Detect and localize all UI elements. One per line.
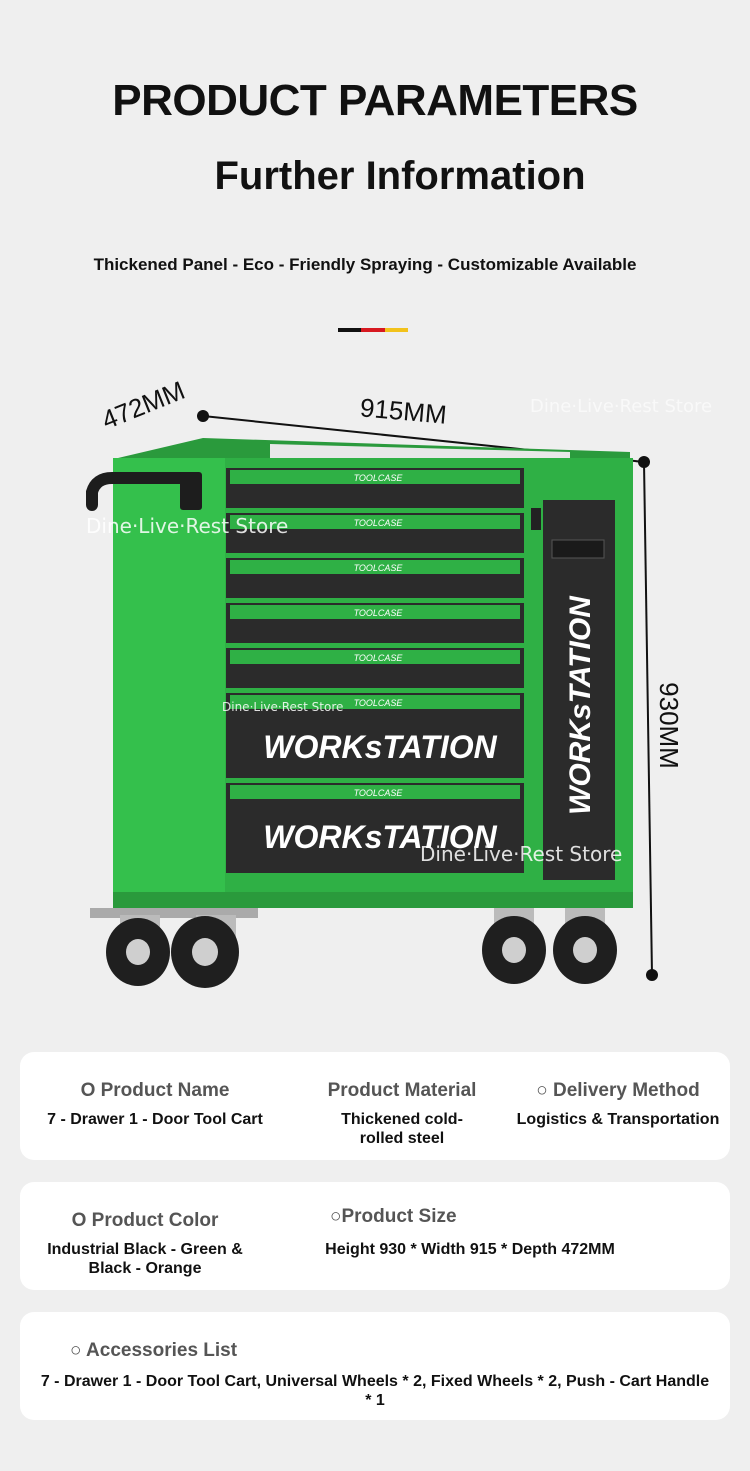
drawer-label: TOOLCASE <box>354 563 404 573</box>
dimension-dot <box>197 410 209 422</box>
flag-stripe-yellow <box>384 328 408 332</box>
drawer: TOOLCASE WORKsTATION <box>226 783 524 873</box>
flag-stripe-black <box>338 328 362 332</box>
drawer-label: TOOLCASE <box>354 608 404 618</box>
page-subtitle: Further Information <box>214 154 586 198</box>
drawer-label: TOOLCASE <box>354 698 404 708</box>
door-brand-text: WORKsTATION <box>564 595 597 815</box>
door-handle <box>551 539 605 559</box>
drawer: TOOLCASE <box>226 513 524 553</box>
spec-product-color: O Product Color Industrial Black - Green… <box>30 1210 260 1278</box>
spec-value: 7 - Drawer 1 - Door Tool Cart <box>47 1111 263 1128</box>
flag-stripe-red <box>361 328 385 332</box>
height-dimension-label: 930MM <box>653 682 684 769</box>
drawer-label: TOOLCASE <box>354 788 404 798</box>
spec-label: ○ Accessories List <box>70 1340 238 1361</box>
spec-card-primary: O Product Name 7 - Drawer 1 - Door Tool … <box>20 1052 730 1160</box>
watermark: Dine·Live·Rest Store <box>86 514 289 538</box>
spec-label: ○ Delivery Method <box>536 1080 700 1101</box>
drawer: TOOLCASE <box>226 648 524 688</box>
spec-value: Industrial Black - Green & Black - Orang… <box>47 1241 243 1277</box>
spec-label: Product Material <box>327 1080 477 1101</box>
spec-delivery-method: ○ Delivery Method Logistics & Transporta… <box>508 1080 728 1129</box>
drawer-brand-text: WORKsTATION <box>263 819 497 855</box>
spec-product-size: ○Product Size Height 930 * Width 915 * D… <box>305 1206 635 1259</box>
watermark: Dine·Live·Rest Store <box>222 700 344 714</box>
spec-value: Height 930 * Width 915 * Depth 472MM <box>325 1241 615 1258</box>
spec-product-material: Product Material Thickened cold-rolled s… <box>312 1080 492 1148</box>
spec-value: 7 - Drawer 1 - Door Tool Cart, Universal… <box>40 1373 710 1409</box>
push-handle <box>86 472 194 511</box>
side-door <box>543 500 615 880</box>
spec-card-secondary: O Product Color Industrial Black - Green… <box>20 1182 730 1290</box>
spec-label: O Product Color <box>71 1210 219 1231</box>
drawer: TOOLCASE <box>226 468 524 508</box>
handle-bracket <box>180 472 202 510</box>
cart-base <box>113 892 633 908</box>
drawer: TOOLCASE <box>226 558 524 598</box>
drawer-label: TOOLCASE <box>354 473 404 483</box>
drawer-stack: TOOLCASETOOLCASETOOLCASETOOLCASETOOLCASE… <box>226 468 524 873</box>
spec-accessories: ○ Accessories List 7 - Drawer 1 - Door T… <box>40 1340 710 1410</box>
drawer-brand-text: WORKsTATION <box>263 729 497 765</box>
drawer-label: TOOLCASE <box>354 518 404 528</box>
spec-label: ○Product Size <box>330 1206 457 1227</box>
fixed-wheel-left <box>482 908 546 984</box>
cart-side-panel <box>113 458 225 904</box>
drawer: TOOLCASE <box>226 603 524 643</box>
door-lock <box>531 508 541 530</box>
flag-color-bar <box>338 328 408 332</box>
drawer: TOOLCASE WORKsTATION <box>226 693 524 778</box>
height-dimension-line <box>643 461 653 976</box>
watermark: Dine·Live·Rest Store <box>530 396 713 417</box>
spec-product-name: O Product Name 7 - Drawer 1 - Door Tool … <box>20 1080 290 1129</box>
spec-label: O Product Name <box>80 1080 230 1101</box>
spec-card-accessories: ○ Accessories List 7 - Drawer 1 - Door T… <box>20 1312 730 1420</box>
universal-wheel-right <box>171 908 258 988</box>
drawer-label: TOOLCASE <box>354 653 404 663</box>
spec-value: Logistics & Transportation <box>516 1111 720 1128</box>
dimension-dot <box>646 969 658 981</box>
watermark: Dine·Live·Rest Store <box>420 842 623 866</box>
universal-wheel-left <box>90 908 210 986</box>
page-title: PRODUCT PARAMETERS <box>112 76 638 125</box>
tagline: Thickened Panel - Eco - Friendly Sprayin… <box>93 255 637 274</box>
fixed-wheel-right <box>553 908 617 984</box>
tool-cart-illustration: TOOLCASETOOLCASETOOLCASETOOLCASETOOLCASE… <box>86 410 658 988</box>
spec-value: Thickened cold-rolled steel <box>341 1111 463 1147</box>
